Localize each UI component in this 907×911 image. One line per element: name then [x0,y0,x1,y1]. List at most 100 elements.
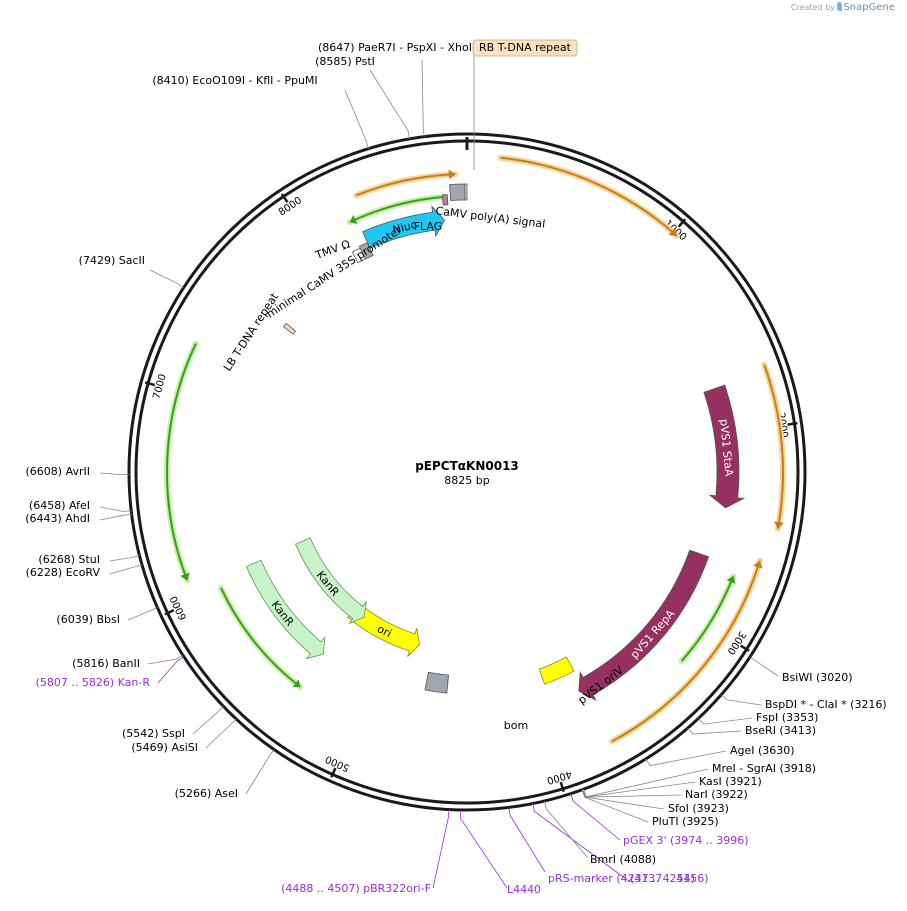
orf-group [164,154,786,745]
site-label: (4137 .. 4156) [630,872,709,885]
tick-label: 4000 [545,768,573,786]
tick-label: 5000 [324,753,352,773]
site-leader [99,506,132,512]
feature-minimal-camv-35s-promoter [351,247,366,264]
tick-mark [330,767,337,778]
site-label: SfoI (3923) [668,802,729,815]
site-label: BseRI (3413) [745,724,816,737]
feature-annotation: minimal CaMV 35S promoter [264,223,404,320]
orf-halo [353,171,459,199]
site-leader [721,694,762,706]
site-label: (6268) StuI [38,553,100,566]
feature-flag [441,194,449,206]
feature-label: pVS1 StaA [717,418,735,477]
site-leader [582,781,696,798]
site-leader [127,607,158,621]
site-label: (5807 .. 5826) Kan-R [36,676,151,689]
orf-arc [355,173,456,197]
orf-arc [500,156,678,237]
site-label: (4488 .. 4507) pBR322ori-F [281,882,431,895]
orf-arc [611,560,761,743]
tick-mark [144,381,156,387]
site-label: FspI (3353) [756,711,818,724]
site-label: (5469) AsiSI [131,741,198,754]
credit-brand: SnapGene [843,2,895,13]
site-leader [645,750,727,767]
feature-bom [424,671,449,694]
site-leader [698,717,753,725]
site-leader [369,69,410,139]
feature-annotation: CaMV poly(A) signal [435,204,546,230]
orf-arrowhead [774,521,784,529]
site-leader [157,656,185,684]
plasmid-size: 8825 bp [444,474,489,487]
tick-group: 10002000300040005000600070008000 [144,193,798,793]
site-label: (6039) BbsI [56,613,120,626]
orf-arc [220,587,301,688]
orf-arrowhead [726,576,736,584]
orf-arc [680,575,735,662]
orf-halo [217,584,304,690]
tick-mark [677,218,687,228]
orf-arrowhead [292,679,301,688]
feature-camv-poly-a-signal [449,183,466,201]
site-leader [687,727,742,735]
site-leader [581,789,649,823]
site-label: BsiWI (3020) [782,671,853,684]
site-leader [205,718,237,749]
site-leader [459,809,508,889]
site-label: pGEX 3' (3974 .. 3996) [623,834,749,847]
site-leader [149,269,184,288]
site-label: KasI (3921) [699,775,762,788]
feature-ori [346,602,420,657]
site-label: L4440 [507,883,541,896]
tick-mark [164,609,175,616]
site-leader [432,809,450,889]
tick-label: 6000 [169,594,190,622]
tick-mark [559,781,565,793]
feature-label: Nluc [391,218,418,237]
site-leader [421,59,425,137]
site-label: pRS-marker (4237 .. 4254) [548,872,695,885]
feature-annotation: RB T-DNA repeat [479,41,572,54]
site-leader [532,803,631,883]
orf-arrowhead [349,215,358,225]
site-leader [582,789,665,810]
site-label: BmrI (4088) [590,853,656,866]
site-leader [147,654,183,665]
site-leader [570,793,621,841]
feature-pvs1-repa [578,549,710,702]
tick-mark [280,193,289,203]
orf-halo [761,361,786,532]
feature-annotation: FLAG [414,220,443,233]
site-label: (7429) SacII [79,254,145,267]
orf-arrowhead [180,572,190,581]
feature-annotation: bom [504,719,528,732]
site-label: (6608) AvrII [26,465,90,478]
site-leader [192,706,224,735]
tick-mark [787,421,798,426]
feature-lb-t-dna-repeat [283,322,297,335]
orf-arrowhead [448,169,456,180]
feature-tmv- [358,242,374,260]
feature-label: pVS1 RepA [628,607,678,661]
site-label: BspDI * - ClaI * (3216) [765,698,887,711]
site-label: (6228) EcoRV [26,566,101,579]
orf-arrowhead [668,227,677,236]
site-label: NarI (3922) [685,788,748,801]
site-leader [109,555,140,562]
site-label: (8647) PaeR7I - PspXI - XhoI [318,41,472,54]
feature-pvs1-staa [703,384,746,509]
orf-arc [349,195,445,223]
orf-arc [763,364,784,529]
feature-pvs1-oriv [538,656,575,685]
snapgene-credit: Created by SnapGene [791,2,895,13]
feature-label-box [472,39,578,57]
site-label: PluTI (3925) [652,815,719,828]
site-label: (5542) SspI [122,727,185,740]
site-label: (5816) BanII [72,657,140,670]
site-leader [245,749,275,795]
tick-label: 7000 [151,373,168,400]
